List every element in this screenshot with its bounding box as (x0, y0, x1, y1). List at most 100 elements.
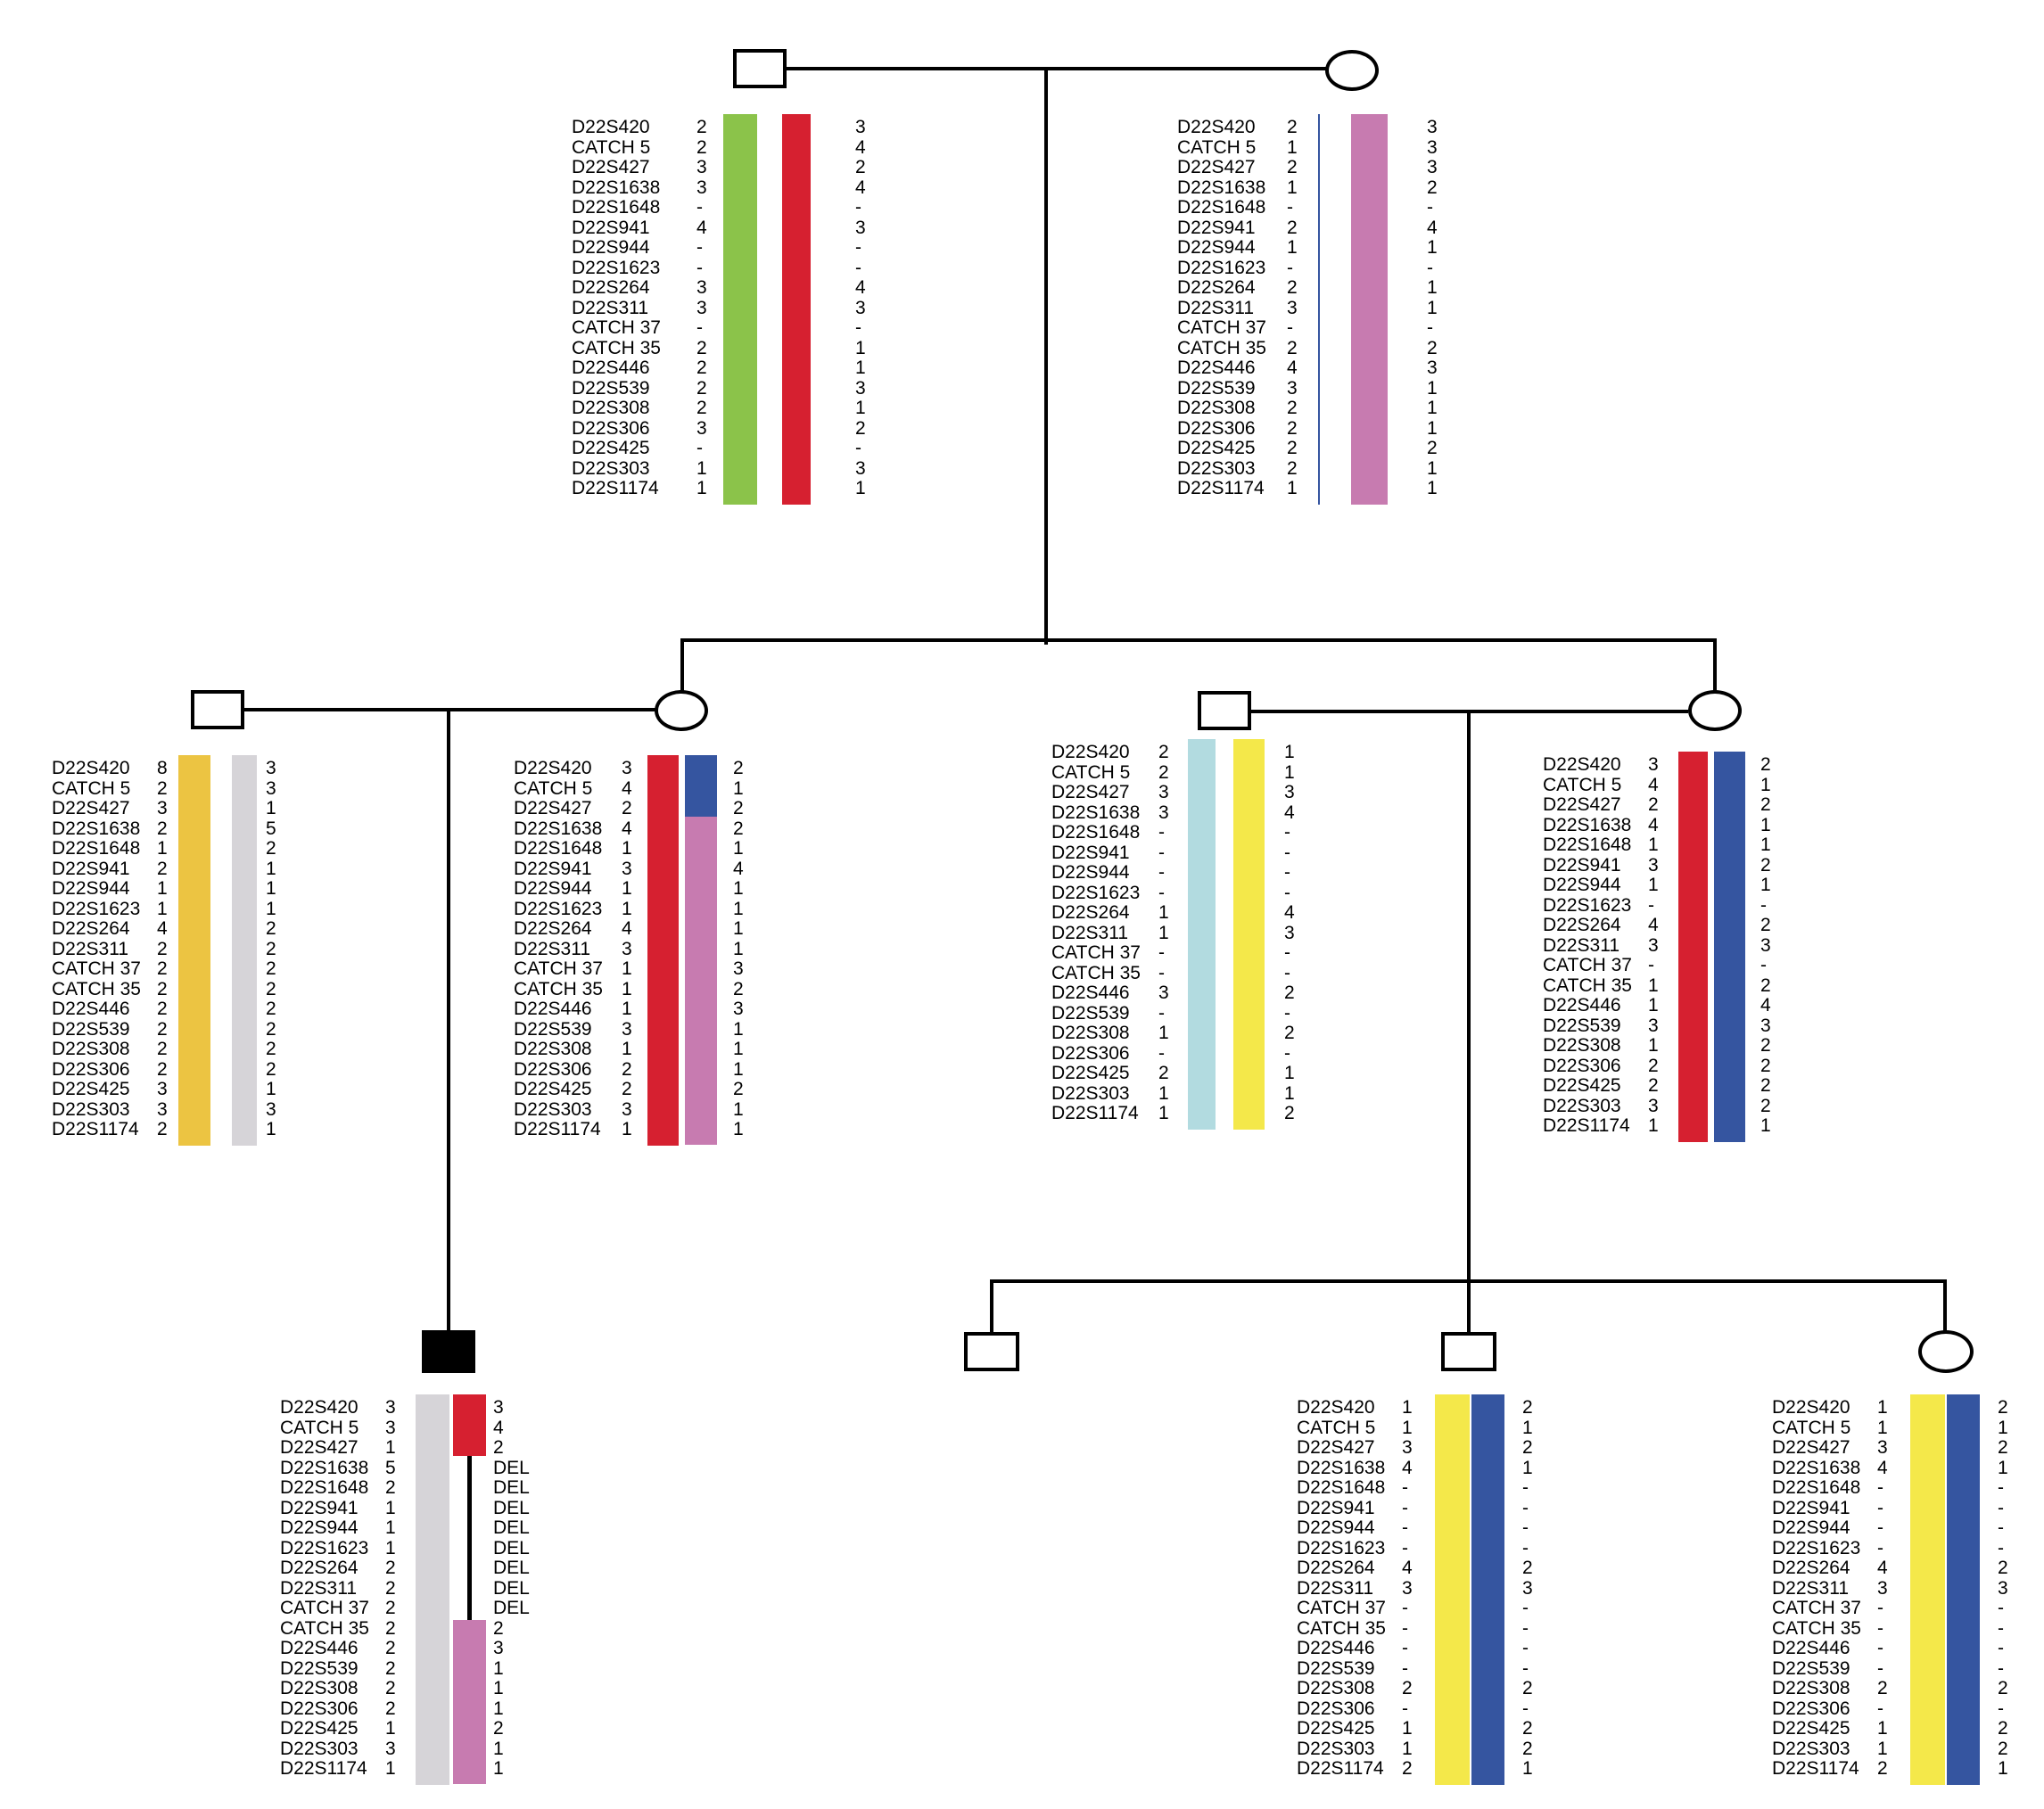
allele-value: - (1648, 955, 1654, 975)
allele-value: 1 (1427, 417, 1438, 439)
allele-value: - (855, 197, 861, 218)
haplotype-bar-1 (1678, 752, 1708, 1142)
allele-value: 1 (1427, 237, 1438, 258)
allele-value: 2 (1998, 1678, 2008, 1698)
allele-value: - (855, 257, 861, 278)
allele-value: 3 (1427, 117, 1438, 137)
allele-value: 2 (1522, 1437, 1533, 1458)
allele-value: - (1877, 1598, 1883, 1618)
marker-label: D22S303 (280, 1738, 359, 1759)
haplotype-bar-2 (685, 755, 717, 1146)
marker-label: D22S1638 (1297, 1457, 1386, 1478)
allele-value: 2 (1158, 761, 1169, 783)
allele-value: 1 (1760, 1115, 1771, 1136)
marker-label: CATCH 37 (52, 958, 141, 979)
allele-value: 1 (1648, 974, 1659, 996)
allele-value: 1 (1522, 1758, 1533, 1779)
allele-value: 1 (1284, 761, 1295, 783)
marker-label: D22S264 (1051, 902, 1130, 923)
marker-label: D22S1648 (1177, 197, 1266, 218)
allele-value: 1 (733, 1058, 744, 1080)
marker-label: D22S1648 (572, 197, 661, 218)
allele-value: - (1284, 862, 1290, 883)
female-symbol-II-2 (655, 690, 708, 731)
marker-label: D22S306 (52, 1058, 130, 1080)
allele-value: - (1998, 1537, 2004, 1558)
allele-value: - (1522, 1537, 1529, 1558)
marker-label: CATCH 5 (1543, 774, 1622, 795)
allele-value: 3 (622, 1018, 632, 1040)
allele-value: 1 (1287, 237, 1298, 258)
allele-value: 4 (1648, 774, 1659, 795)
marker-label: D22S306 (1772, 1698, 1850, 1719)
allele-value: - (1998, 1477, 2004, 1498)
allele-value: 4 (855, 177, 866, 198)
allele-value: 4 (1648, 915, 1659, 935)
marker-label: D22S425 (1297, 1718, 1375, 1739)
allele-value: 2 (1158, 742, 1169, 762)
haplotype-bar-1 (1435, 1394, 1470, 1785)
allele-value: - (1402, 1598, 1408, 1618)
allele-value: 4 (855, 136, 866, 158)
marker-label: D22S1623 (514, 898, 603, 919)
allele-value: - (1402, 1537, 1408, 1558)
allele-value: 4 (1402, 1558, 1413, 1578)
allele-value: 2 (622, 1079, 632, 1099)
allele-value: - (1402, 1517, 1408, 1538)
deletion-label: DEL (493, 1517, 530, 1538)
allele-value: 1 (1427, 457, 1438, 479)
allele-value: 1 (266, 858, 276, 879)
allele-value: 1 (493, 1738, 504, 1759)
allele-value: 2 (1998, 1738, 2008, 1759)
marker-label: D22S1648 (1297, 1477, 1386, 1498)
marker-label: CATCH 5 (1177, 136, 1257, 158)
allele-value: 2 (733, 1079, 744, 1099)
marker-label: D22S308 (280, 1678, 359, 1698)
allele-value: 3 (733, 958, 744, 979)
marker-label: D22S306 (1543, 1055, 1621, 1076)
allele-value: - (1402, 1477, 1408, 1498)
allele-value: 2 (733, 798, 744, 818)
allele-value: 2 (1522, 1718, 1533, 1739)
marker-label: D22S1623 (1772, 1537, 1861, 1558)
allele-value: 1 (733, 1119, 744, 1139)
allele-value: 2 (385, 1698, 396, 1719)
marker-label: D22S446 (1543, 995, 1621, 1016)
allele-value: 3 (622, 938, 632, 959)
allele-value: 2 (157, 1018, 168, 1040)
allele-value: 4 (622, 818, 632, 839)
deletion-label: DEL (493, 1477, 530, 1498)
allele-value: 2 (1287, 417, 1298, 439)
allele-value: 4 (1402, 1457, 1413, 1478)
marker-label: D22S446 (1051, 983, 1130, 1003)
pink-haplotype-segment (453, 1620, 486, 1785)
allele-value: - (1427, 197, 1433, 218)
marker-label: D22S539 (280, 1657, 359, 1679)
marker-label: D22S446 (514, 999, 592, 1019)
marker-label: D22S941 (1177, 217, 1256, 238)
haplotype-bar-1 (178, 755, 210, 1146)
marker-label: D22S306 (514, 1058, 592, 1080)
allele-value: - (1284, 822, 1290, 843)
allele-value: 2 (266, 999, 276, 1019)
allele-value: 1 (157, 838, 168, 859)
allele-value: 1 (622, 838, 632, 859)
allele-value: - (1522, 1497, 1529, 1518)
allele-value: 1 (266, 1079, 276, 1099)
allele-value: 2 (1760, 794, 1771, 815)
allele-value: - (1998, 1598, 2004, 1618)
allele-value: 3 (266, 777, 276, 799)
allele-value: 4 (1284, 802, 1295, 823)
blue-haplotype-segment (1318, 114, 1320, 505)
allele-value: 2 (1998, 1397, 2008, 1418)
marker-label: D22S420 (1543, 754, 1621, 775)
allele-value: 3 (1648, 1015, 1659, 1036)
allele-value: - (1998, 1617, 2004, 1639)
allele-value: 3 (622, 1098, 632, 1120)
allele-value: 2 (1402, 1678, 1413, 1698)
allele-value: 1 (855, 398, 866, 418)
deletion-segment (467, 1456, 472, 1621)
